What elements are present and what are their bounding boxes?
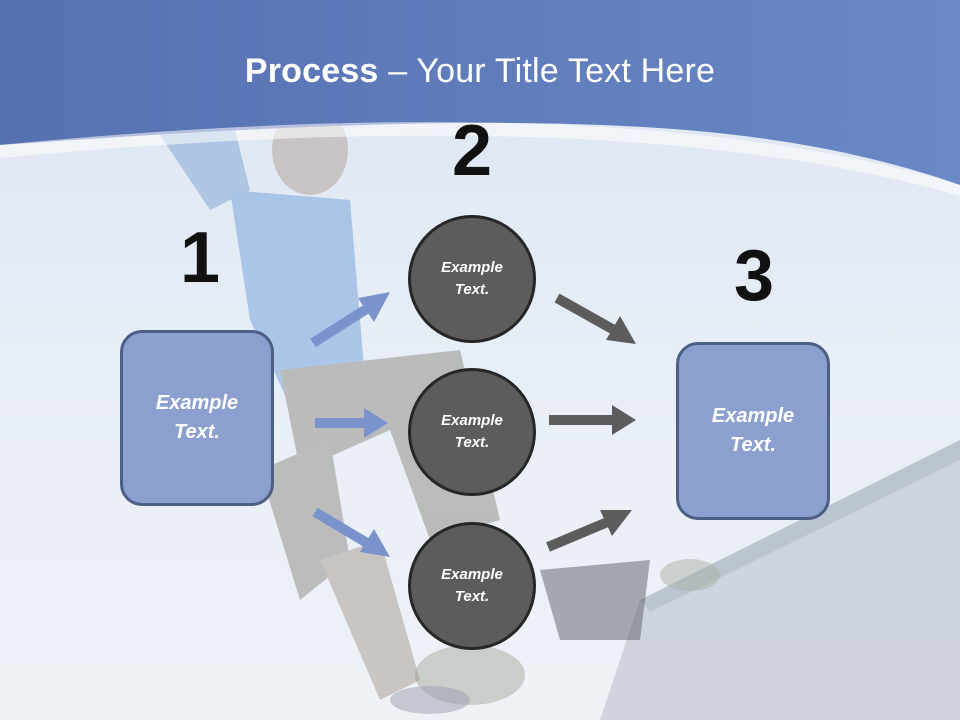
- left-box: Example Text.: [120, 330, 274, 506]
- right-box: Example Text.: [676, 342, 830, 520]
- circle-top: Example Text.: [408, 215, 536, 343]
- step-number-3: 3: [733, 236, 775, 316]
- step-number-2: 2: [451, 111, 493, 191]
- circle-bottom: Example Text.: [408, 522, 536, 650]
- arrow-gray-right: [549, 405, 636, 435]
- circle-bottom-text: Example Text.: [441, 565, 503, 606]
- arrow-blue-right: [315, 408, 388, 438]
- arrow-blue-down: [312, 507, 390, 557]
- circle-top-text: Example Text.: [441, 258, 503, 299]
- step-number-1: 1: [179, 218, 221, 298]
- title-bold: Process: [244, 52, 379, 90]
- circle-middle-text: Example Text.: [441, 411, 503, 452]
- circle-middle: Example Text.: [408, 368, 536, 496]
- title-rest: – Your Title Text Here: [378, 52, 716, 90]
- slide-title: Process – Your Title Text Here: [0, 52, 960, 91]
- arrow-gray-down: [554, 293, 636, 344]
- left-box-text: Example Text.: [155, 392, 239, 443]
- arrow-gray-up: [546, 510, 632, 552]
- right-box-text: Example Text.: [711, 405, 795, 456]
- arrow-blue-up: [310, 292, 390, 348]
